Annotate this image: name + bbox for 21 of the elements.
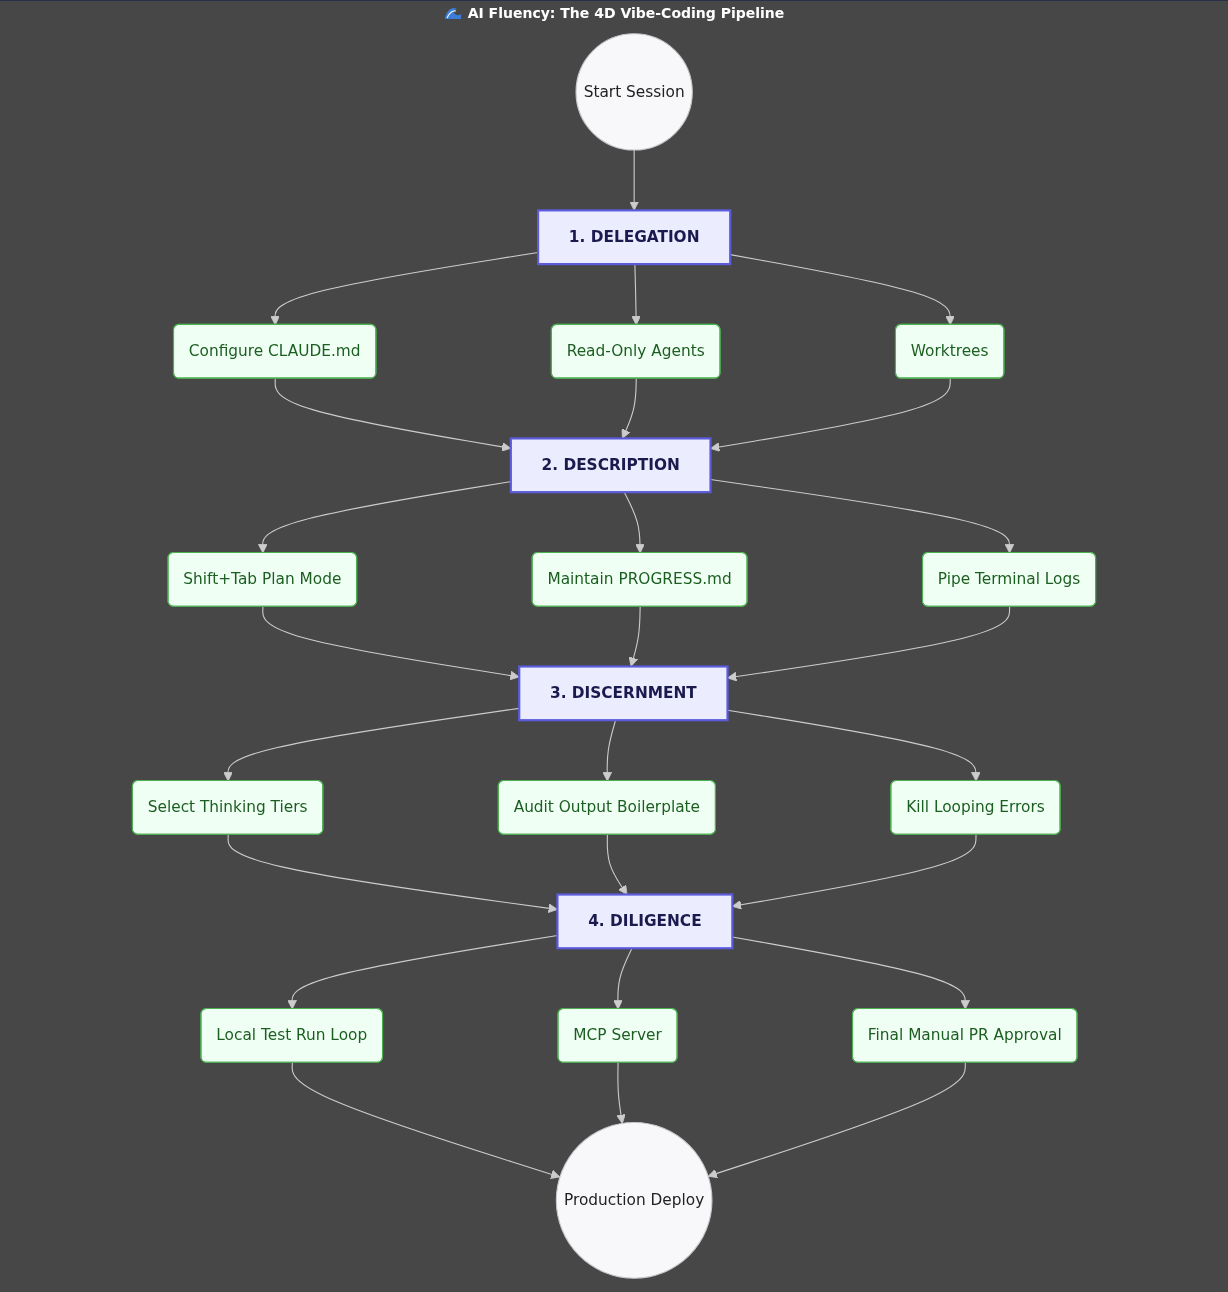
arrow (227, 834, 558, 914)
node-circle: Start Session (575, 33, 693, 151)
node-box: 2. DESCRIPTION (509, 437, 712, 494)
arrow (628, 606, 641, 667)
arrow (710, 378, 951, 452)
arrow (270, 251, 539, 326)
arrow (287, 934, 558, 1010)
arrow (291, 1062, 561, 1179)
arrow (606, 834, 628, 895)
diagram-title: AI Fluency: The 4D Vibe-Coding Pipeline (467, 5, 785, 21)
arrow (616, 1062, 626, 1124)
node-circle: Production Deploy (555, 1122, 713, 1279)
arrow (707, 1062, 966, 1179)
arrow (629, 149, 639, 211)
node-box: 3. DISCERNMENT (518, 665, 729, 722)
arrow (727, 606, 1011, 682)
node-box: 1. DELEGATION (537, 209, 732, 266)
arrow (223, 707, 520, 782)
arrow (262, 606, 520, 681)
node-box: 4. DILIGENCE (556, 893, 734, 950)
arrow (621, 378, 637, 439)
